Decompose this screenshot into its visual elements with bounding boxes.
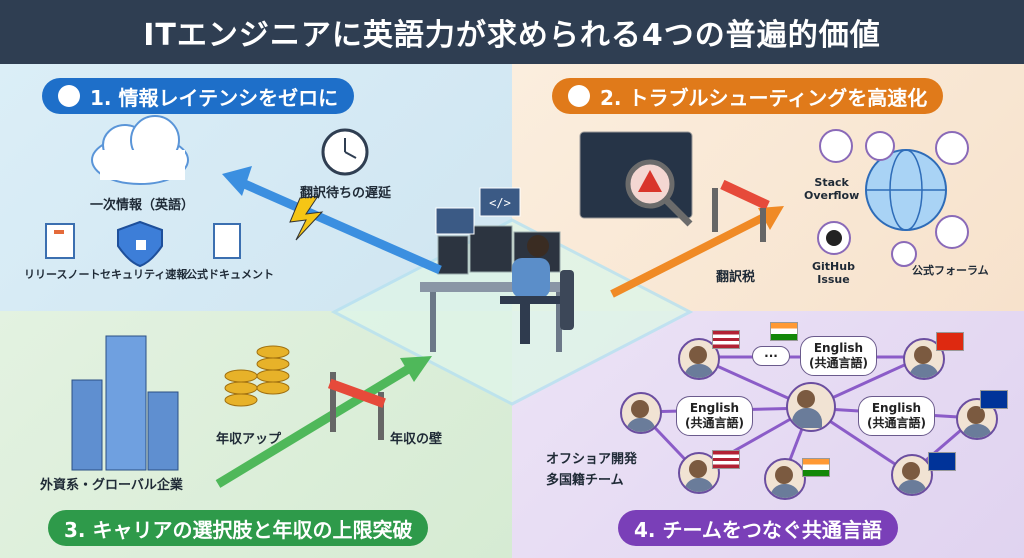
engineer-body <box>512 258 550 298</box>
warning-icon <box>638 170 662 192</box>
avatar <box>678 452 720 494</box>
chat-icon <box>935 131 969 165</box>
section-4-label: 4. チームをつなぐ共通言語 <box>634 517 882 542</box>
avatar-center <box>786 382 836 432</box>
document-icon <box>45 223 75 259</box>
translation-delay-label: 翻訳待ちの遅延 <box>300 186 392 201</box>
global-company-label: 外資系・グローバル企業 <box>40 478 183 493</box>
svg-text:</>: </> <box>489 196 511 210</box>
translation-tax-label: 翻訳税 <box>716 270 756 285</box>
english-bubble: English (共通言語) <box>858 396 935 436</box>
wall-barrier-icon <box>327 372 386 440</box>
section-1-label: 1. 情報レイテンシをゼロに <box>90 85 339 110</box>
speed-arrow <box>610 210 772 298</box>
eu-flag-icon <box>928 452 956 471</box>
code-window-icon <box>479 187 521 217</box>
offshore-team-label: オフショア開発 多国籍チーム <box>546 452 638 488</box>
github-issue-label: GitHub Issue <box>812 260 855 286</box>
desk <box>420 282 570 292</box>
section-2-pill: 2. トラブルシューティングを高速化 <box>552 78 944 114</box>
release-notes-label: リリースノート <box>24 268 101 281</box>
career-arrow <box>215 364 413 488</box>
title-banner: ITエンジニアに英語力が求められる4つの普遍的価値 <box>0 0 1024 64</box>
cloud-icon <box>91 115 189 185</box>
india-flag-icon <box>770 322 798 341</box>
stack-overflow-label: Stack Overflow <box>804 176 860 202</box>
section-1-pill: 1. 情報レイテンシをゼロに <box>42 78 355 114</box>
section-4-pill: 4. チームをつなぐ共通言語 <box>618 510 898 546</box>
monitor-center <box>469 225 513 273</box>
english-bubble: English (共通言語) <box>676 396 753 436</box>
primary-info-label: 一次情報（英語） <box>90 198 195 213</box>
file-icon <box>213 223 241 259</box>
forum-icon <box>935 215 969 249</box>
avatar <box>764 458 806 500</box>
china-flag-icon <box>936 332 964 351</box>
eu-flag-icon <box>980 390 1008 409</box>
section-2-label: 2. トラブルシューティングを高速化 <box>600 85 928 110</box>
coins-icon <box>224 345 290 407</box>
english-bubble: English (共通言語) <box>800 336 877 376</box>
page-title: ITエンジニアに英語力が求められる4つの普遍的価値 <box>143 18 881 53</box>
avatar <box>891 454 933 496</box>
salary-wall-label: 年収の壁 <box>390 432 443 447</box>
section-3-pill: 3. キャリアの選択肢と年収の上限突破 <box>48 510 429 546</box>
avatar <box>620 392 662 434</box>
stack-overflow-icon <box>819 129 853 163</box>
buildings-icon <box>71 335 179 471</box>
engineer-head <box>527 235 549 257</box>
globe-icon <box>58 85 80 107</box>
barrier-icon <box>720 179 770 211</box>
chair <box>560 270 574 330</box>
information-arrow <box>238 177 442 275</box>
usa-flag-icon <box>712 330 740 349</box>
lightbulb-icon <box>568 85 590 107</box>
official-docs-label: 公式ドキュメント <box>186 268 274 281</box>
salary-up-label: 年収アップ <box>216 432 282 447</box>
floating-window-1 <box>435 207 475 235</box>
security-bulletin-label: セキュリティ速報 <box>100 268 188 281</box>
monitor-left <box>437 235 469 275</box>
section-3-label: 3. キャリアの選択肢と年収の上限突破 <box>64 517 413 542</box>
official-forum-label: 公式フォーラム <box>912 264 989 277</box>
usa-flag-icon <box>712 450 740 469</box>
chat-bubble-icon: ··· <box>752 346 790 366</box>
india-flag-icon <box>802 458 830 477</box>
lightning-icon <box>289 195 324 241</box>
